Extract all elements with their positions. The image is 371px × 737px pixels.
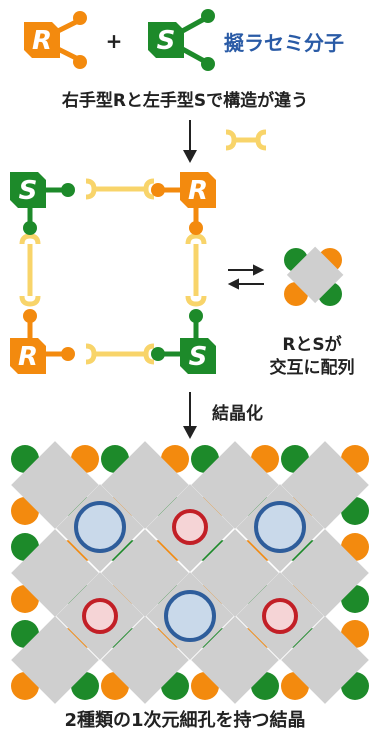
yellow-linker <box>225 129 267 151</box>
blue-pore <box>254 501 306 553</box>
simplified-unit <box>284 246 344 306</box>
equilibrium-arrows-icon <box>227 264 265 290</box>
lattice-diamond <box>101 616 189 704</box>
lattice-diamond <box>281 529 369 617</box>
r-molecule-top: R <box>24 11 87 69</box>
s-letter: S <box>189 342 208 372</box>
blue-pore <box>164 590 216 642</box>
r-letter: R <box>32 26 52 56</box>
lattice-diamond <box>11 616 99 704</box>
lattice-diamond <box>191 441 279 529</box>
crystal-lattice <box>11 441 369 704</box>
down-arrow-icon <box>183 392 197 439</box>
r-letter: R <box>188 176 208 206</box>
red-pore <box>262 598 298 634</box>
lattice-diamond <box>281 441 369 529</box>
alternate-line1: RとSが <box>282 334 341 355</box>
pseudo-racemic-label: 擬ラセミ分子 <box>224 31 344 55</box>
red-pore <box>172 509 208 545</box>
s-molecule-top: S <box>148 9 215 71</box>
bottom-caption: 2種類の1次元細孔を持つ結晶 <box>64 709 305 731</box>
lattice-diamond <box>191 616 279 704</box>
plus-sign: + <box>106 29 123 53</box>
crystallization-label: 結晶化 <box>212 403 263 424</box>
red-pore <box>82 598 118 634</box>
lattice-diamond <box>191 529 279 617</box>
blue-pore <box>74 501 126 553</box>
down-arrow-icon <box>183 120 197 163</box>
lattice-diamond <box>11 529 99 617</box>
alternate-line2: 交互に配列 <box>270 357 355 378</box>
lattice-diamond <box>101 529 189 617</box>
square-assembly: S R R S <box>10 172 216 374</box>
r-letter: R <box>18 342 38 372</box>
s-letter: S <box>19 176 38 206</box>
s-letter: S <box>157 26 176 56</box>
lattice-diamond <box>281 616 369 704</box>
structure-difference-text: 右手型Rと左手型Sで構造が違う <box>62 90 308 111</box>
